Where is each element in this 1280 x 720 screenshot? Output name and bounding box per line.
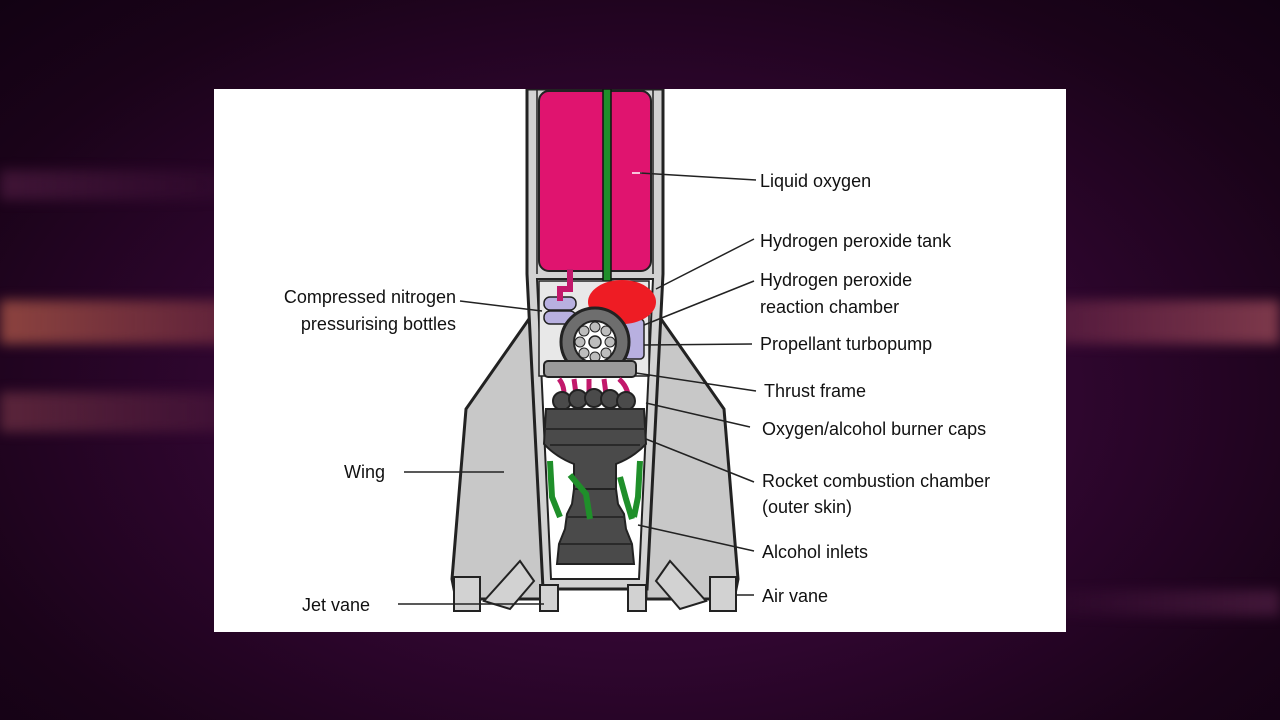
leader-lines [398,172,757,605]
label-propellant-turbopump: Propellant turbopump [760,334,933,354]
label-burner-caps: Oxygen/alcohol burner caps [762,419,987,439]
nozzle [555,488,636,565]
label-hydrogen-peroxide-tank: Hydrogen peroxide tank [760,231,952,251]
thrust-frame [543,360,637,378]
air-vane-left [453,576,481,612]
label-combustion-chamber-2: (outer skin) [762,497,853,517]
jet-vane-right [627,584,647,612]
diagram-panel: Liquid oxygen Hydrogen peroxide tank Hyd… [214,89,1066,632]
label-air-vane: Air vane [762,586,829,606]
label-alcohol-inlets: Alcohol inlets [762,542,869,562]
burner-caps [552,388,636,411]
label-hydrogen-peroxide-reaction-chamber-1: Hydrogen peroxide [760,270,913,290]
liquid-oxygen-tank [538,90,652,272]
label-combustion-chamber-1: Rocket combustion chamber [762,471,991,491]
label-compressed-nitrogen-1: Compressed nitrogen [283,287,456,307]
jet-vane-left [539,584,559,612]
alcohol-pipe [602,89,612,290]
rocket-cutaway-diagram [398,89,757,612]
label-wing: Wing [344,462,386,482]
alcohol-inlet-pipes [547,460,643,520]
label-compressed-nitrogen-2: pressurising bottles [300,314,456,334]
label-hydrogen-peroxide-reaction-chamber-2: reaction chamber [760,297,900,317]
label-thrust-frame: Thrust frame [764,381,867,401]
air-vane-right [709,576,737,612]
label-jet-vane: Jet vane [302,595,371,615]
label-liquid-oxygen: Liquid oxygen [760,171,872,191]
